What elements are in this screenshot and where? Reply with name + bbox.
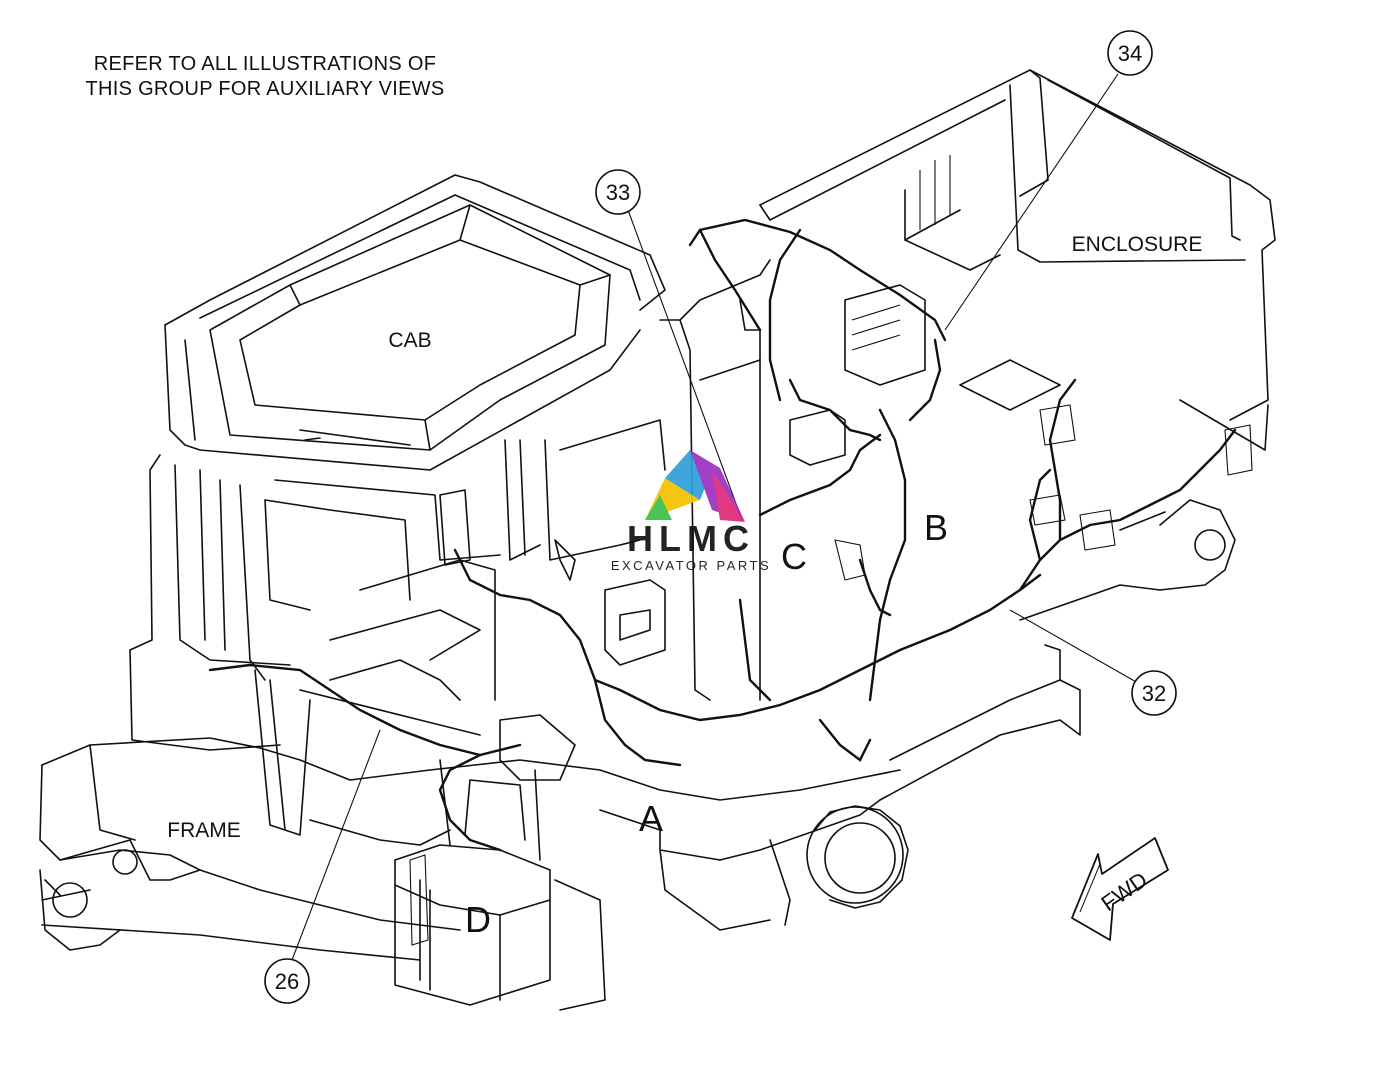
frame-label: FRAME: [167, 819, 241, 842]
callout-34: 34: [1107, 30, 1153, 76]
frame-outline: [39, 499, 1236, 961]
watermark-brand: HLMC: [627, 518, 755, 559]
reference-note: REFER TO ALL ILLUSTRATIONS OF THIS GROUP…: [50, 52, 480, 102]
watermark-shape-pink: [712, 470, 745, 522]
cab-outline: [129, 174, 771, 836]
view-a-label: A: [639, 798, 663, 839]
enclosure-label: ENCLOSURE: [1072, 233, 1203, 256]
callout-32: 32: [1131, 670, 1177, 716]
watermark-tagline: EXCAVATOR PARTS: [611, 558, 771, 573]
callout-33: 33: [595, 169, 641, 215]
watermark-shape-green: [645, 495, 672, 520]
reference-note-line-1: REFER TO ALL ILLUSTRATIONS OF: [93, 53, 437, 75]
view-c-label: C: [781, 536, 807, 577]
callout-33-number: 33: [606, 180, 630, 205]
callout-34-number: 34: [1118, 41, 1142, 66]
watermark-logo: HLMC EXCAVATOR PARTS: [611, 450, 771, 573]
callout-26-number: 26: [275, 969, 299, 994]
reference-note-line-2: THIS GROUP FOR AUXILIARY VIEWS: [85, 78, 445, 100]
wiring-harness: [208, 218, 1253, 946]
forward-arrow-icon: FWD: [1071, 837, 1169, 941]
view-b-label: B: [924, 507, 948, 548]
enclosure-outline: [759, 69, 1276, 451]
view-d-label: D: [465, 899, 491, 940]
cab-label: CAB: [388, 329, 431, 352]
callout-26: 26: [264, 958, 310, 1004]
leader-lines: [291, 73, 1139, 961]
tank-outline: [394, 759, 606, 1011]
callout-32-number: 32: [1142, 681, 1166, 706]
